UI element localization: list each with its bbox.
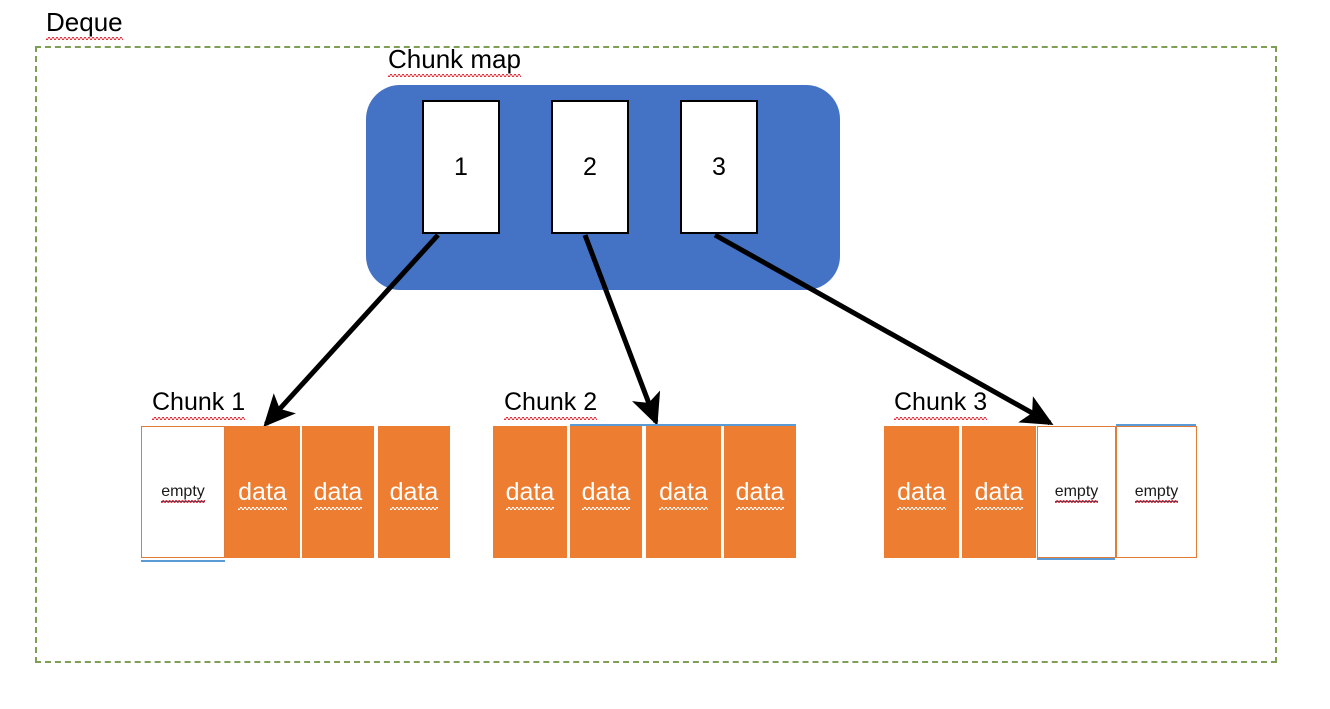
chunk-3-cell-2[interactable]: data [962,426,1036,558]
chunk-1-cell-4[interactable]: data [378,426,450,558]
chunk-1-accent-rule [141,560,225,562]
chunk-3-cell-1-label: data [897,477,946,506]
chunk-1-label: Chunk 1 [152,388,246,419]
chunk-3-label-text: Chunk 3 [894,388,988,416]
chunk-2-cell-1-label: data [505,477,555,506]
chunk-2-cell-3-label: data [659,477,708,506]
chunk-3-accent-rule-bottom [1037,558,1115,560]
chunk-3-accent-rule-top [1116,424,1196,426]
chunk-2-cell-4[interactable]: data [724,426,796,558]
chunk-map-slot-3[interactable]: 3 [680,100,758,234]
chunk-2-cell-2[interactable]: data [570,426,642,558]
chunk-map-slot-2-label: 2 [583,152,597,181]
chunk-map-label-text: Chunk map [388,44,521,74]
chunk-2-cell-2-label: data [581,477,631,506]
chunk-2-label: Chunk 2 [504,388,598,419]
chunk-1-cell-4-label: data [389,477,439,506]
chunk-3-label: Chunk 3 [894,388,988,419]
chunk-1-cell-3[interactable]: data [302,426,374,558]
chunk-2-cell-1[interactable]: data [493,426,567,558]
chunk-3-cell-4-label: empty [1134,482,1179,500]
chunk-3-cell-3-label: empty [1054,482,1099,500]
chunk-2-cell-4-label: data [735,477,785,506]
chunk-3-cell-2-label: data [974,477,1024,506]
chunk-3-cell-3[interactable]: empty [1037,426,1116,558]
chunk-map-label: Chunk map [388,44,521,77]
chunk-1-label-text: Chunk 1 [152,388,246,416]
chunk-map-slot-1[interactable]: 1 [422,100,500,234]
chunk-2-label-text: Chunk 2 [504,388,598,416]
chunk-1-cell-2-label: data [238,477,287,506]
chunk-map-slot-2[interactable]: 2 [551,100,629,234]
chunk-3-cell-4[interactable]: empty [1116,426,1197,558]
chunk-1-cell-2[interactable]: data [225,426,300,558]
chunk-map-slot-3-label: 3 [712,152,726,181]
chunk-1-cell-1-label: empty [161,482,205,500]
chunk-1-cell-1[interactable]: empty [141,426,225,558]
page-title-text: Deque [46,7,123,37]
chunk-map-slot-1-label: 1 [454,152,468,181]
chunk-2-cell-3[interactable]: data [646,426,721,558]
slide-frame [35,46,1277,663]
chunk-2-accent-rule [570,424,796,426]
chunk-1-cell-3-label: data [313,477,363,506]
chunk-3-cell-1[interactable]: data [884,426,959,558]
page-title: Deque [46,7,123,40]
